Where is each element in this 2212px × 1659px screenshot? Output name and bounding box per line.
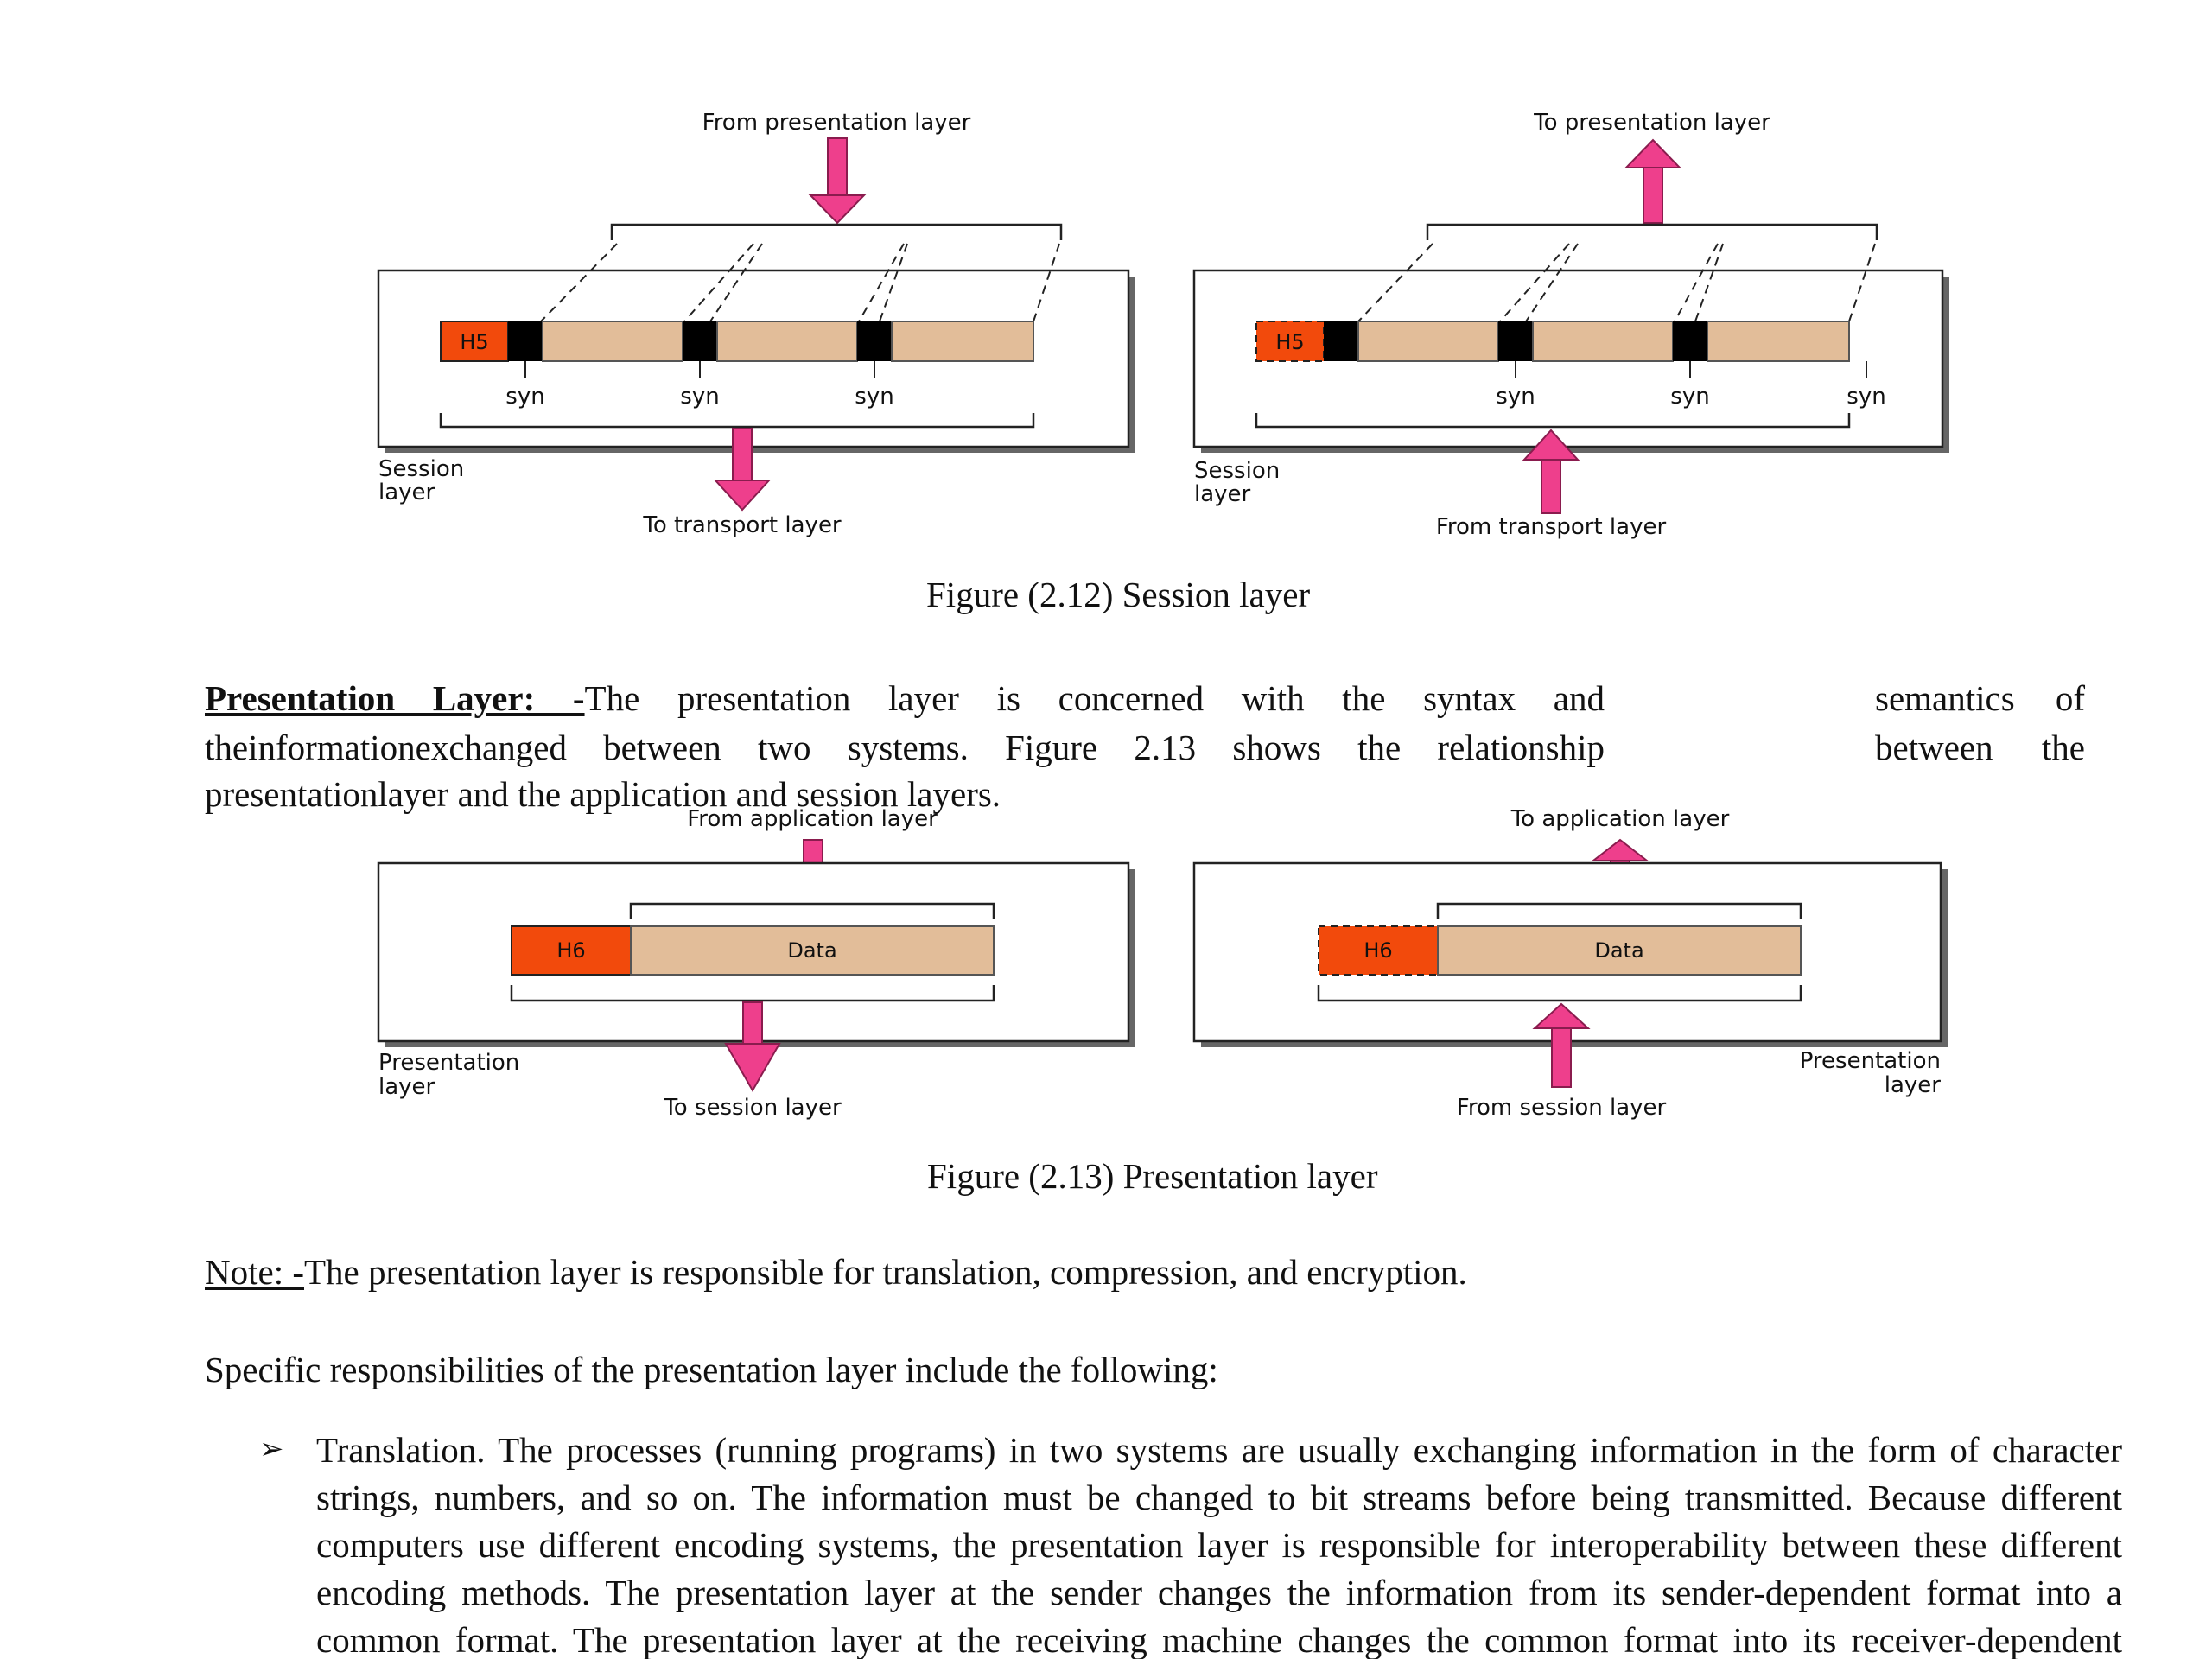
- bullet-line: common format. The presentation layer at…: [316, 1620, 2122, 1659]
- from-presentation-layer-label: From presentation layer: [702, 110, 971, 136]
- data-segment: [1357, 321, 1499, 362]
- bullet-line: encoding methods. The presentation layer…: [316, 1573, 2122, 1612]
- syn-mark: [857, 321, 892, 361]
- to-presentation-layer-label: To presentation layer: [1533, 110, 1770, 136]
- session-layer-label: layer: [378, 480, 435, 505]
- responsibilities-intro: Specific responsibilities of the present…: [205, 1350, 1218, 1389]
- dashed-split-lines: [540, 243, 1060, 322]
- presentation-layer-heading: Presentation Layer: -: [205, 678, 585, 718]
- note-prefix: Note: -: [205, 1252, 304, 1292]
- session-layer-label: Session: [378, 456, 464, 482]
- data-label: Data: [787, 938, 836, 963]
- top-bracket: [610, 223, 1063, 240]
- h6-header-block: [1318, 925, 1439, 976]
- paragraph-text: The presentation layer is concerned with…: [584, 678, 1605, 718]
- figure-2-12-caption: Figure (2.12) Session layer: [926, 575, 1311, 614]
- data-segment: [1707, 321, 1850, 362]
- dashed-split-lines: [1357, 243, 1876, 322]
- data-block: [1437, 925, 1802, 976]
- h6-header-label: H6: [1363, 938, 1392, 963]
- data-segment: [542, 321, 683, 362]
- note-text: The presentation layer is responsible fo…: [304, 1252, 1467, 1292]
- data-label: Data: [1594, 938, 1643, 963]
- h5-header-block: [440, 321, 509, 362]
- bottom-bracket: [510, 985, 995, 1002]
- down-arrow-icon: [724, 1001, 781, 1093]
- data-block: [630, 925, 995, 976]
- syn-mark: [1673, 321, 1707, 361]
- syn-label: syn: [1496, 384, 1535, 410]
- paragraph-line-2: theinformationexchanged between two syst…: [205, 723, 1605, 772]
- paragraph-text: presentationlayer and the application an…: [205, 774, 1001, 814]
- presentation-paragraph: Presentation Layer: -The presentation la…: [205, 674, 1605, 772]
- to-transport-layer-label: To transport layer: [642, 512, 842, 538]
- h5-header-block: [1255, 321, 1325, 362]
- syn-mark: [508, 321, 543, 361]
- bullet-line: computers use different encoding systems…: [316, 1525, 2122, 1565]
- to-application-layer-label: To application layer: [1510, 806, 1730, 832]
- syn-mark: [1498, 321, 1533, 361]
- top-bracket: [629, 902, 995, 919]
- paragraph-text: between the: [1875, 728, 2085, 767]
- syn-label: syn: [1847, 384, 1885, 410]
- syn-mark: [683, 321, 717, 361]
- paragraph-line-1: Presentation Layer: -The presentation la…: [205, 674, 1605, 723]
- data-segment: [716, 321, 858, 362]
- syn-mark: [1324, 321, 1358, 361]
- from-application-layer-label: From application layer: [687, 806, 938, 832]
- presentation-layer-receiver-diagram: To application layer H6 Data Presentatio…: [1192, 806, 1948, 1121]
- presentation-layer-label: layer: [1885, 1072, 1942, 1098]
- h5-header-label: H5: [460, 330, 488, 354]
- translation-bullet: Translation. The processes (running prog…: [316, 1427, 2122, 1659]
- bottom-bracket: [1255, 413, 1851, 429]
- session-layer-receiver-diagram: To presentation layer H5 syn sy: [1192, 110, 1949, 540]
- to-session-layer-label: To session layer: [663, 1095, 842, 1121]
- up-arrow-icon: [1532, 1002, 1591, 1088]
- presentation-layer-label: Presentation: [1800, 1048, 1941, 1074]
- syn-label: syn: [505, 384, 544, 410]
- down-arrow-icon: [808, 137, 867, 225]
- bullet-line: Translation. The processes (running prog…: [316, 1430, 2122, 1470]
- up-arrow-icon: [1522, 429, 1580, 514]
- data-segment: [891, 321, 1034, 362]
- presentation-layer-label: layer: [378, 1074, 435, 1100]
- syn-label: syn: [1670, 384, 1709, 410]
- session-layer-label: Session: [1194, 458, 1280, 484]
- note-line: Note: -The presentation layer is respons…: [205, 1251, 1467, 1293]
- paragraph-right-column: semantics of between the: [1875, 674, 2085, 772]
- arrow-bullet-icon: ➢: [259, 1432, 284, 1466]
- from-transport-layer-label: From transport layer: [1436, 514, 1667, 540]
- bottom-bracket: [439, 413, 1035, 429]
- session-layer-label: layer: [1194, 481, 1251, 507]
- h6-header-label: H6: [556, 938, 585, 963]
- figure-2-13-caption: Figure (2.13) Presentation layer: [927, 1156, 1378, 1196]
- h6-header-block: [511, 925, 632, 976]
- bullet-line: strings, numbers, and so on. The informa…: [316, 1478, 2122, 1517]
- syn-label: syn: [855, 384, 893, 410]
- presentation-layer-label: Presentation: [378, 1050, 519, 1076]
- session-layer-sender-diagram: From presentation layer H5: [377, 110, 1135, 538]
- top-bracket: [1436, 902, 1802, 919]
- paragraph-text: semantics of: [1875, 678, 2085, 718]
- from-session-layer-label: From session layer: [1457, 1095, 1667, 1121]
- syn-label: syn: [680, 384, 719, 410]
- paragraph-text: theinformationexchanged between two syst…: [205, 728, 1605, 767]
- bottom-bracket: [1317, 985, 1802, 1002]
- up-arrow-icon: [1624, 138, 1682, 224]
- data-segment: [1532, 321, 1674, 362]
- presentation-layer-sender-diagram: From application layer H6 Data Presentat…: [377, 806, 1135, 1121]
- h5-header-label: H5: [1275, 330, 1304, 354]
- top-bracket: [1426, 223, 1878, 240]
- down-arrow-icon: [713, 428, 772, 512]
